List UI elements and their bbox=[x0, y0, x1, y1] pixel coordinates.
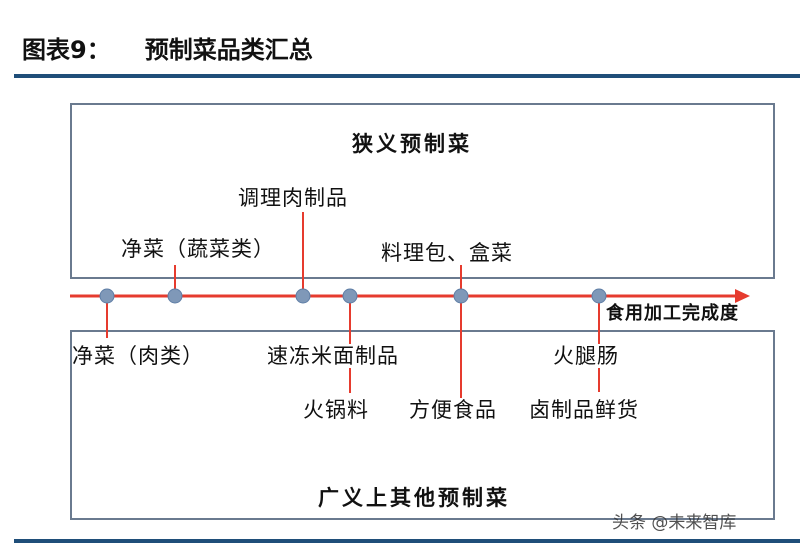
axis-dot-1 bbox=[99, 288, 115, 304]
label-ready-meal: 料理包、盒菜 bbox=[381, 241, 513, 265]
label-instant-food: 方便食品 bbox=[409, 398, 497, 422]
axis-label: 食用加工完成度 bbox=[606, 303, 739, 324]
label-marinated-meat: 调理肉制品 bbox=[238, 186, 348, 210]
figure-heading: 预制菜品类汇总 bbox=[144, 36, 313, 64]
axis-dot-4 bbox=[342, 288, 358, 304]
label-frozen-noodle: 速冻米面制品 bbox=[267, 344, 399, 368]
broad-region-title: 广义上其他预制菜 bbox=[318, 485, 510, 510]
label-ham-sausage: 火腿肠 bbox=[553, 344, 619, 368]
axis-dot-6 bbox=[591, 288, 607, 304]
label-braised-products: 卤制品鲜货 bbox=[529, 398, 639, 422]
label-hotpot-ingredients: 火锅料 bbox=[303, 398, 369, 422]
axis-dot-5 bbox=[453, 288, 469, 304]
footer-rule bbox=[14, 539, 800, 543]
label-meat-prep: 净菜（肉类） bbox=[72, 344, 204, 368]
axis-dot-3 bbox=[295, 288, 311, 304]
figure-number: 图表9： bbox=[22, 36, 111, 64]
figure-title: 图表9： 预制菜品类汇总 bbox=[22, 30, 313, 65]
broad-prepared-dishes-region bbox=[70, 330, 775, 520]
watermark: 头条 @未来智库 bbox=[612, 513, 737, 533]
label-vegetable-prep: 净菜（蔬菜类） bbox=[121, 237, 275, 261]
header-rule bbox=[14, 74, 800, 78]
axis-dot-2 bbox=[167, 288, 183, 304]
narrow-region-title: 狭义预制菜 bbox=[352, 131, 472, 156]
axis-arrowhead bbox=[735, 289, 750, 303]
